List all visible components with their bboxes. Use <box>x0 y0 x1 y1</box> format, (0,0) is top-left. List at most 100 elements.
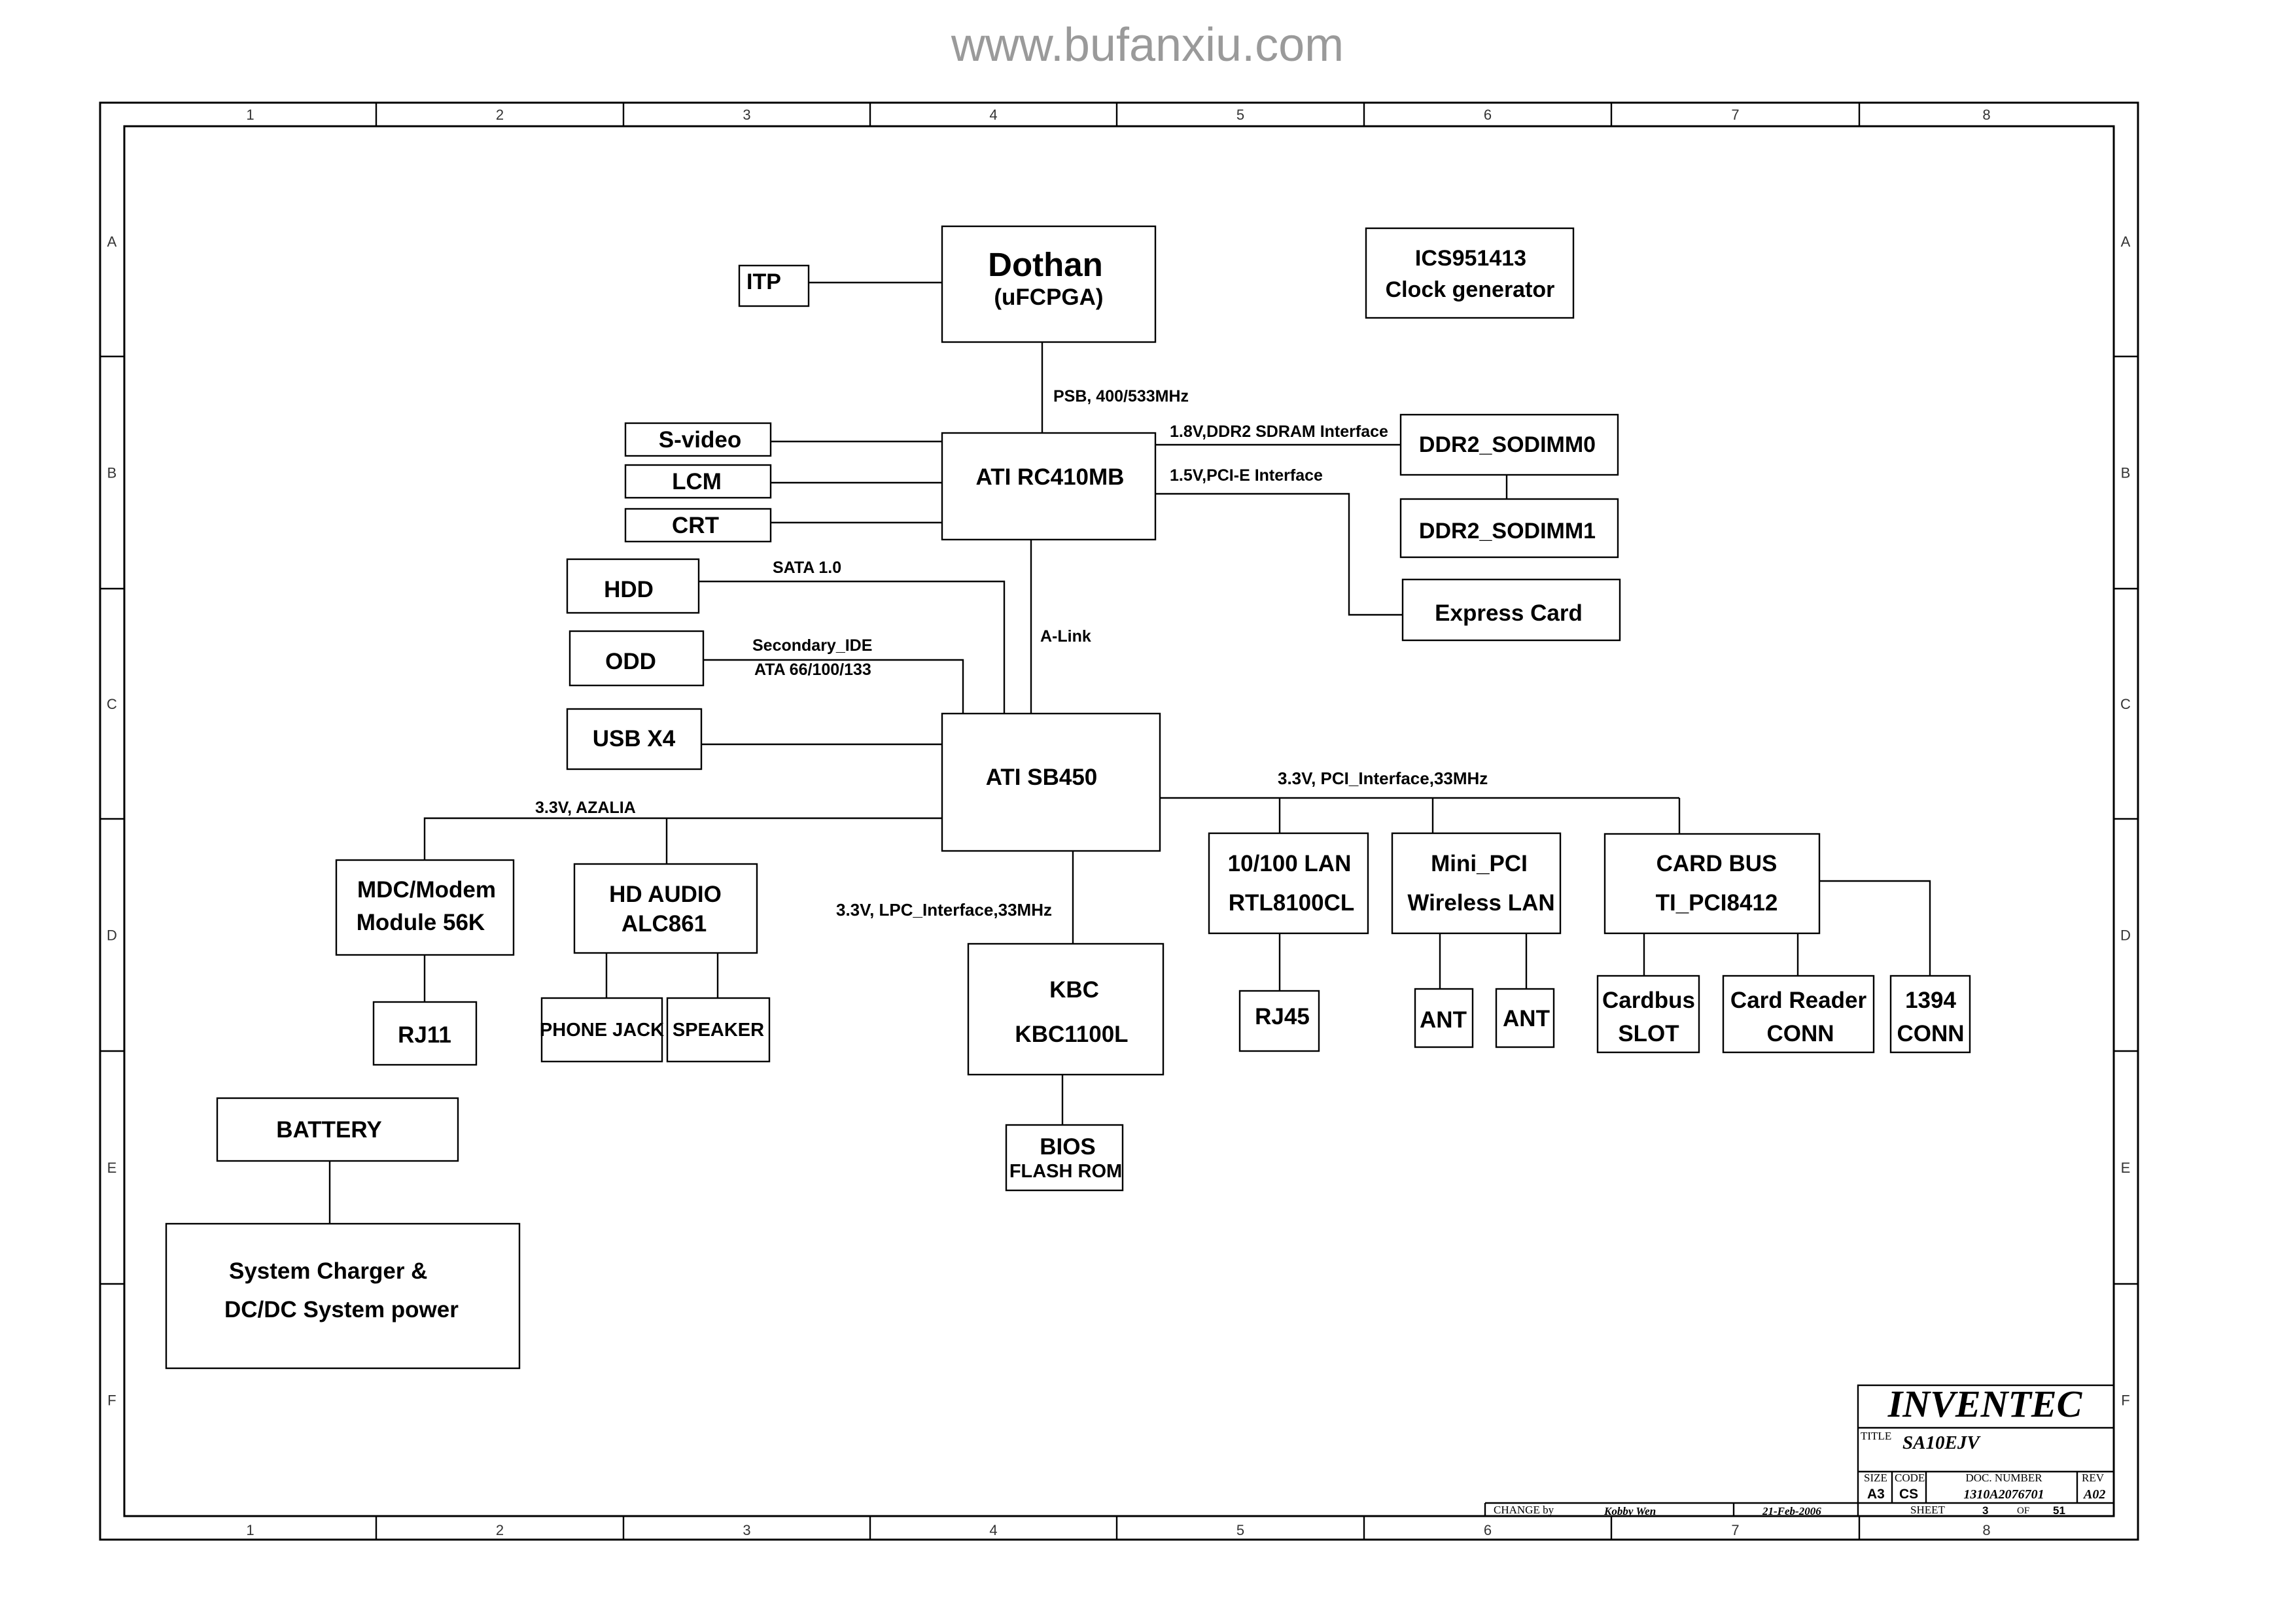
rj45-box <box>1238 990 1320 1052</box>
cpu-box <box>941 225 1157 343</box>
cpu-package: (uFCPGA) <box>994 285 1103 310</box>
zone-column-label: 7 <box>1731 107 1739 123</box>
code-value: CS <box>1899 1487 1918 1502</box>
zone-column-label: 5 <box>1236 107 1244 123</box>
dimm1-label: DDR2_SODIMM1 <box>1419 519 1596 544</box>
express-card-box <box>1401 578 1621 642</box>
zone-column-label: 7 <box>1731 1522 1739 1538</box>
pci-bus-label: 3.3V, PCI_Interface,33MHz <box>1278 769 1488 788</box>
audio-label-2: ALC861 <box>622 911 707 937</box>
ant2-box <box>1495 988 1555 1048</box>
hdd-box <box>566 558 700 614</box>
southbridge-box <box>941 712 1161 852</box>
lcm-box <box>624 464 772 499</box>
cpu-name: Dothan <box>988 246 1103 283</box>
itp-label: ITP <box>746 269 781 294</box>
minipci-label-2: Wireless LAN <box>1407 890 1554 916</box>
lpc-bus-label: 3.3V, LPC_Interface,33MHz <box>836 900 1052 920</box>
rev-label: REV <box>2082 1472 2105 1484</box>
northbridge-box <box>941 432 1157 541</box>
lcm-label: LCM <box>672 469 722 494</box>
lan-label-1: 10/100 LAN <box>1228 851 1352 876</box>
kbc-box <box>967 942 1165 1076</box>
zone-row-label: B <box>107 465 117 481</box>
rj45-label: RJ45 <box>1255 1004 1310 1029</box>
zone-row-label: E <box>107 1160 117 1176</box>
zone-row-label: B <box>2121 465 2131 481</box>
hdd-label: HDD <box>604 577 654 602</box>
modem-label-2: Module 56K <box>357 910 485 935</box>
charger-label-1: System Charger & <box>229 1258 427 1284</box>
bios-label-2: FLASH ROM <box>1009 1161 1122 1182</box>
phone-jack-box <box>540 997 663 1063</box>
modem-label-1: MDC/Modem <box>357 877 496 903</box>
doc-number-value: 1310A2076701 <box>1963 1487 2044 1502</box>
rj11-label: RJ11 <box>398 1022 451 1048</box>
minipci-box <box>1391 832 1562 935</box>
sheet-value: 3 <box>1982 1504 1988 1517</box>
code-label: CODE <box>1895 1472 1925 1484</box>
ddr2-bus-label: 1.8V,DDR2 SDRAM Interface <box>1170 423 1388 441</box>
cardbus-label-2: TI_PCI8412 <box>1656 890 1778 916</box>
phone-jack-label: PHONE JACK <box>540 1020 664 1041</box>
zone-row-label: C <box>107 696 117 712</box>
lan-label-2: RTL8100CL <box>1229 890 1355 916</box>
ant2-label: ANT <box>1503 1006 1550 1031</box>
component-labels: ITP Dothan (uFCPGA) ICS951413 Clock gene… <box>224 246 1965 1322</box>
sheet-total: 51 <box>2053 1504 2065 1517</box>
ant1-box <box>1414 988 1474 1048</box>
zone-column-label: 1 <box>246 107 254 123</box>
watermark: www.bufanxiu.com <box>951 19 1344 71</box>
usb-label: USB X4 <box>593 726 676 752</box>
drawing-title: SA10EJV <box>1902 1432 1981 1453</box>
cardbus-slot-label-2: SLOT <box>1618 1021 1679 1046</box>
zone-column-label: 3 <box>743 1522 750 1538</box>
speaker-box <box>666 997 771 1063</box>
zone-column-label: 2 <box>496 1522 504 1538</box>
svideo-label: S-video <box>659 427 741 453</box>
changed-by: Kobby Wen <box>1603 1505 1656 1517</box>
ieee1394-label-1: 1394 <box>1905 988 1956 1013</box>
component-boxes <box>165 225 1971 1370</box>
charger-label-2: DC/DC System power <box>224 1297 459 1322</box>
bus-labels: PSB, 400/533MHz 1.8V,DDR2 SDRAM Interfac… <box>535 387 1488 920</box>
title-label: TITLE <box>1861 1430 1891 1442</box>
change-label: CHANGE by <box>1494 1504 1554 1516</box>
sata-bus-label: SATA 1.0 <box>773 559 841 577</box>
ieee1394-label-2: CONN <box>1897 1021 1964 1046</box>
zone-column-label: 8 <box>1982 107 1990 123</box>
cardbus-slot-label-1: Cardbus <box>1602 988 1695 1013</box>
cardbus-label-1: CARD BUS <box>1656 851 1778 876</box>
modem-box <box>335 859 515 956</box>
sheet-label: SHEET <box>1910 1504 1946 1516</box>
battery-label: BATTERY <box>276 1117 381 1143</box>
zone-column-label: 4 <box>989 107 997 123</box>
crt-box <box>624 508 772 543</box>
usb-box <box>566 708 703 770</box>
zone-column-label: 3 <box>743 107 750 123</box>
zone-row-label: D <box>2120 927 2131 944</box>
zone-row-label: F <box>2121 1392 2129 1409</box>
southbridge-label: ATI SB450 <box>986 765 1098 790</box>
kbc-label-1: KBC <box>1049 977 1099 1003</box>
psb-bus-label: PSB, 400/533MHz <box>1053 387 1189 406</box>
charger-box <box>165 1222 521 1370</box>
zone-row-label: D <box>107 927 117 944</box>
ata-bus-label: ATA 66/100/133 <box>754 661 871 679</box>
size-value: A3 <box>1867 1487 1885 1502</box>
azalia-bus-label: 3.3V, AZALIA <box>535 799 636 817</box>
express-card-label: Express Card <box>1435 600 1583 626</box>
alink-bus-label: A-Link <box>1040 627 1091 646</box>
size-label: SIZE <box>1864 1472 1887 1484</box>
card-reader-label-1: Card Reader <box>1730 988 1867 1013</box>
title-block: INVENTEC TITLE SA10EJV SIZE A3 CODE CS D… <box>1484 1383 2115 1517</box>
bios-box <box>1005 1124 1124 1192</box>
rj11-box <box>372 1001 478 1066</box>
of-label: OF <box>2017 1506 2029 1516</box>
bios-label-1: BIOS <box>1040 1134 1096 1160</box>
ant1-label: ANT <box>1420 1007 1467 1033</box>
zone-row-label: F <box>107 1392 116 1409</box>
kbc-label-2: KBC1100L <box>1015 1022 1128 1047</box>
dimm1-box <box>1399 498 1619 559</box>
